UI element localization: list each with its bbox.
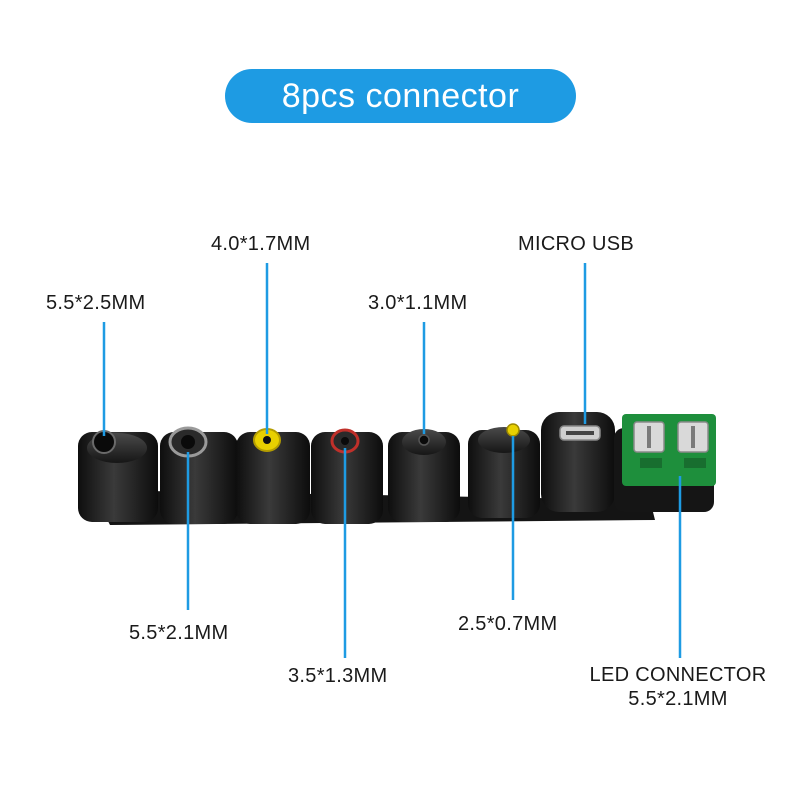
label-led-connector-line2: 5.5*2.1MM xyxy=(628,688,728,710)
connector-led-terminal xyxy=(614,414,716,512)
title-text: 8pcs connector xyxy=(281,76,520,115)
connector-3-5x1-3 xyxy=(311,428,383,524)
label-3-0x1-1: 3.0*1.1MM xyxy=(368,292,468,314)
title-badge: 8pcs connector xyxy=(225,69,576,123)
connector-3-0x1-1 xyxy=(388,429,460,522)
label-2-5x0-7: 2.5*0.7MM xyxy=(458,613,558,635)
connector-2-5x0-7 xyxy=(468,423,540,518)
label-led-connector-line1: LED CONNECTOR xyxy=(589,664,767,686)
label-3-5x1-3: 3.5*1.3MM xyxy=(288,665,388,687)
leader-lines xyxy=(102,263,682,658)
connector-5-5x2-1 xyxy=(160,426,238,524)
label-4-0x1-7: 4.0*1.7MM xyxy=(211,233,311,255)
label-5-5x2-5: 5.5*2.5MM xyxy=(46,292,146,314)
label-5-5x2-1: 5.5*2.1MM xyxy=(129,622,229,644)
connector-micro-usb xyxy=(541,412,615,512)
label-micro-usb: MICRO USB xyxy=(518,233,635,255)
connector-5-5x2-5 xyxy=(78,430,158,522)
label-led-connector: LED CONNECTOR 5.5*2.1MM xyxy=(590,663,767,711)
connector-4-0x1-7 xyxy=(236,428,310,524)
